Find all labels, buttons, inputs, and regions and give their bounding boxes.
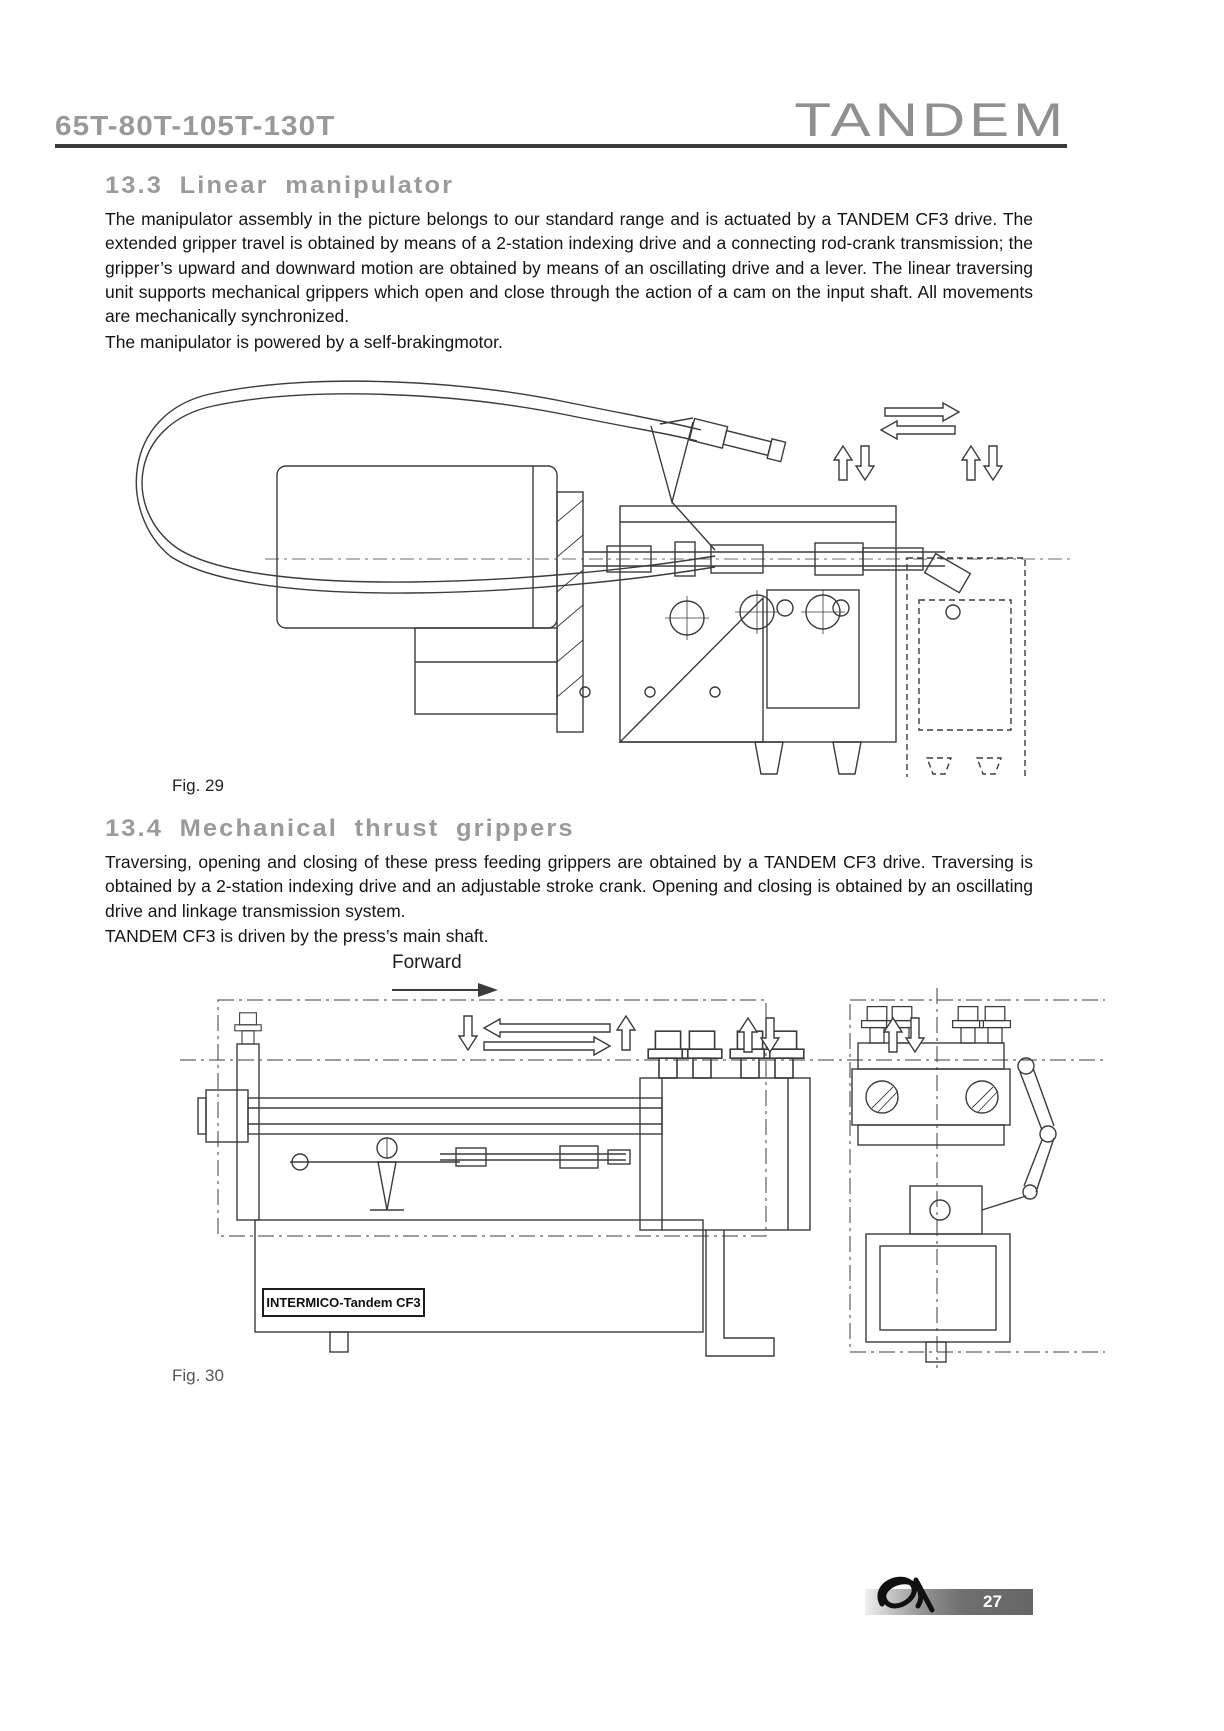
drive-rod [265,541,1075,577]
figure-29-linear-manipulator-drawing [135,380,1075,777]
arrow-up-icon [615,1014,637,1051]
dashed-structure [906,557,1026,777]
arrow-down-icon [854,445,876,482]
figure-caption-29: Fig. 29 [172,776,224,795]
cable-fitting [688,417,787,463]
cable-loop [135,380,716,594]
model-range-title: 65T-80T-105T-130T [55,110,336,141]
section-heading-thrust-grippers: 13.4 Mechanical thrust grippers [105,815,575,842]
brand-title: TANDEM [794,93,1067,146]
boundary-lines [180,988,1105,1368]
page-number: 27 [983,1592,1002,1611]
footer-bar: 27 [865,1589,1033,1615]
end-view [851,1042,1057,1363]
figure-30-forward-label: Forward [392,952,462,973]
arrow-down-icon [982,445,1004,482]
figure-caption-30: Fig. 30 [172,1366,224,1385]
arrow-left-icon [482,1017,611,1039]
motion-arrows [457,1014,926,1057]
arrow-up-icon [882,1016,904,1053]
paragraph-linear-manipulator: The manipulator assembly in the picture … [105,209,1033,327]
header-rule [55,144,1067,148]
arrow-up-icon [960,444,982,481]
knot-logo-icon [877,1576,935,1613]
section-heading-linear-manipulator: 13.3 Linear manipulator [105,172,455,199]
motion-arrows [832,401,1004,482]
paragraph-thrust-grippers-2: TANDEM CF3 is driven by the press’s main… [105,926,489,946]
figure-30-unit-nameplate: INTERMICO-Tandem CF3 [262,1288,425,1317]
arrow-up-icon [832,444,854,481]
arrow-down-icon [904,1017,926,1054]
arrow-left-icon [879,419,956,441]
flange [556,491,584,733]
arrow-right-icon [483,1035,612,1057]
gusset-bracket [618,589,860,743]
arrow-up-icon [737,1016,759,1053]
forward-arrow-icon [392,983,498,997]
figure-30-thrust-grippers-drawing [180,983,1105,1368]
paragraph-linear-manipulator-2: The manipulator is powered by a self-bra… [105,332,503,352]
side-view [197,1043,811,1357]
paragraph-thrust-grippers: Traversing, opening and closing of these… [105,852,1033,921]
arrow-down-icon [759,1017,781,1054]
hanger-bracket [650,417,716,551]
gripper-fingers [754,741,862,775]
arrow-right-icon [884,401,961,423]
arrow-down-icon [457,1015,479,1052]
